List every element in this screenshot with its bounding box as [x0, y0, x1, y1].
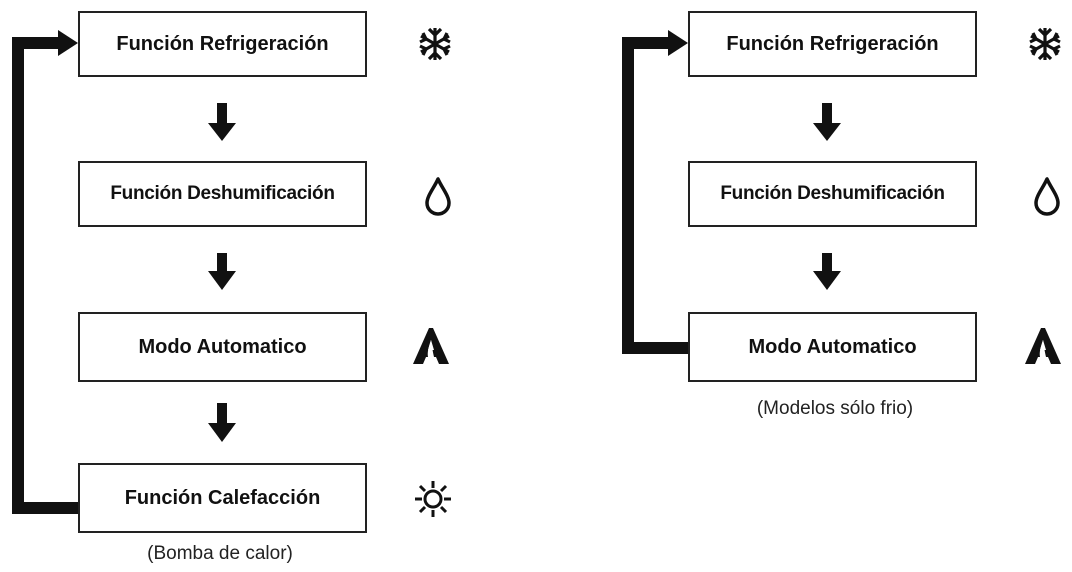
right-return-line	[622, 37, 688, 354]
left-caption: (Bomba de calor)	[147, 543, 293, 564]
right-mode-label-cooling: Función Refrigeración	[726, 32, 939, 55]
snowflake-icon	[1028, 26, 1062, 62]
right-return-arrowhead	[668, 30, 688, 56]
left-mode-box-cooling: Función Refrigeración	[78, 11, 367, 77]
right-mode-label-dehumidify: Función Deshumificación	[720, 183, 945, 204]
left-return-arrowhead	[58, 30, 78, 56]
right-down-arrow-1	[813, 103, 841, 141]
left-mode-label-dehumidify: Función Deshumificación	[110, 183, 335, 204]
right-down-arrow-2	[813, 253, 841, 290]
auto-mode-icon	[412, 326, 450, 366]
left-mode-label-heating: Función Calefacción	[124, 486, 321, 509]
right-mode-box-auto: Modo Automatico	[688, 312, 977, 382]
left-mode-label-auto: Modo Automatico	[138, 335, 307, 358]
left-mode-label-cooling: Función Refrigeración	[116, 32, 329, 55]
right-mode-box-dehumidify: Función Deshumificación	[688, 161, 977, 227]
left-down-arrow-1	[208, 103, 236, 141]
right-mode-label-auto: Modo Automatico	[748, 335, 917, 358]
sun-icon	[414, 479, 452, 519]
left-mode-box-heating: Función Calefacción	[78, 463, 367, 533]
snowflake-icon	[418, 26, 452, 62]
water-drop-icon	[424, 176, 452, 216]
left-down-arrow-3	[208, 403, 236, 442]
left-down-arrow-2	[208, 253, 236, 290]
auto-mode-icon	[1024, 326, 1062, 366]
right-mode-box-cooling: Función Refrigeración	[688, 11, 977, 77]
left-mode-box-auto: Modo Automatico	[78, 312, 367, 382]
water-drop-icon	[1033, 176, 1061, 216]
left-mode-box-dehumidify: Función Deshumificación	[78, 161, 367, 227]
right-caption: (Modelos sólo frio)	[756, 398, 914, 419]
left-return-line	[12, 37, 78, 514]
